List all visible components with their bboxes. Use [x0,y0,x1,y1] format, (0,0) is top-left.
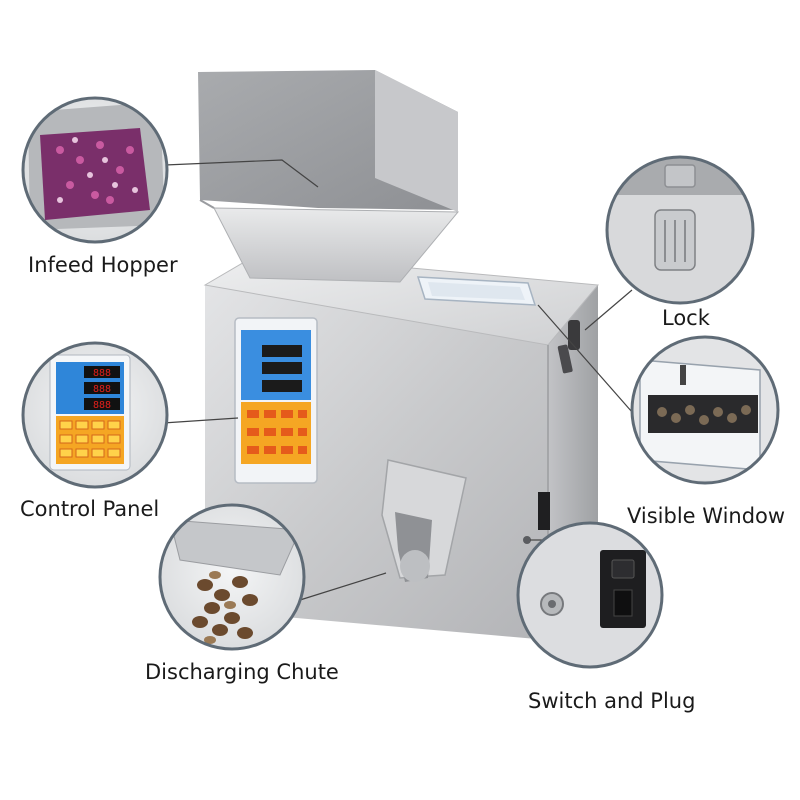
label-lock: Lock [662,306,710,330]
chute-detail-bubble [158,503,306,651]
control-panel-detail-bubble: 888 888 888 [21,341,169,489]
infeed-hopper [198,70,460,283]
panel-display-2: 888 [93,384,111,395]
label-switch-and-plug: Switch and Plug [528,689,696,713]
label-infeed-hopper: Infeed Hopper [28,253,178,277]
discharging-chute [381,459,467,582]
machine-control-panel [234,317,318,484]
label-discharging-chute: Discharging Chute [145,660,339,684]
hopper-detail-bubble [21,96,169,244]
visible-window-detail-bubble [630,335,780,485]
leader-lines [162,159,633,601]
label-visible-window: Visible Window [627,504,786,528]
lock-detail-bubble [605,155,755,305]
label-control-panel: Control Panel [20,497,160,521]
panel-display-1: 888 [93,368,111,379]
visible-window [416,276,537,306]
machine-switch [523,492,550,544]
switch-plug-detail-bubble [516,521,664,669]
panel-display-3: 888 [93,400,111,411]
